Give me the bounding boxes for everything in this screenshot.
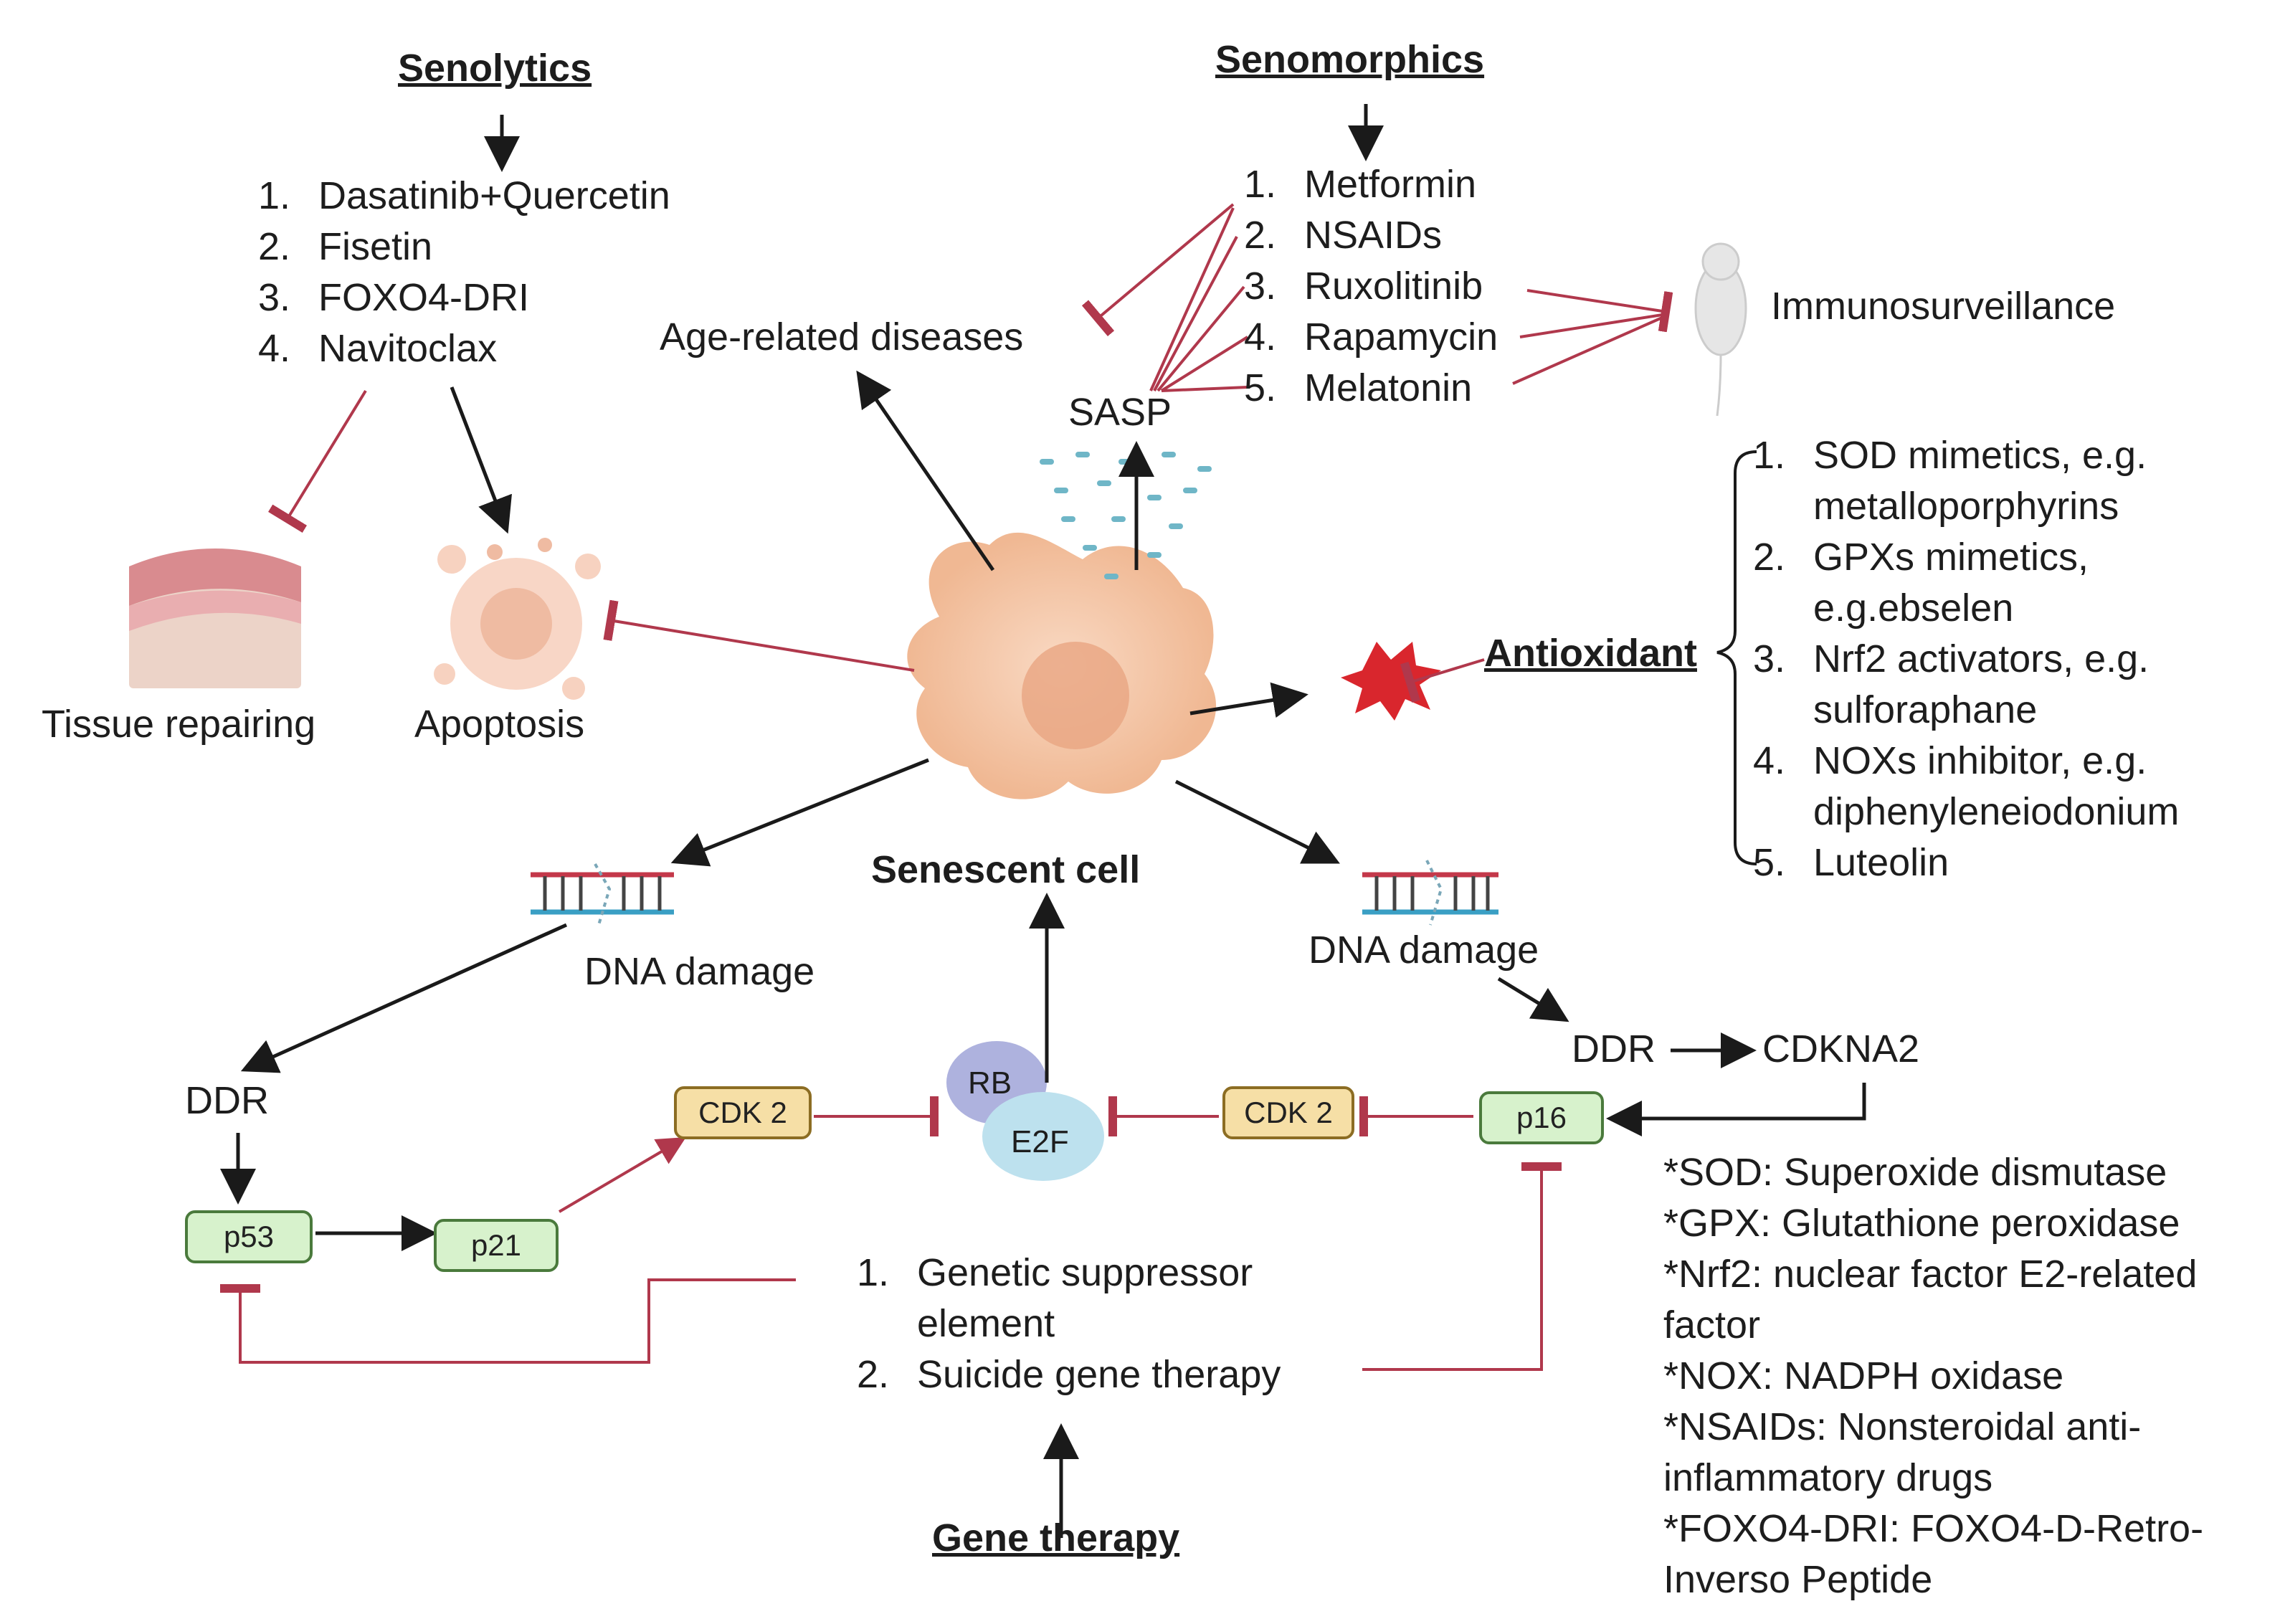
abbreviation-item: *NOX: NADPH oxidase (1663, 1354, 2064, 1397)
gene-therapy-heading: Gene therapy (932, 1516, 1180, 1559)
antioxidant-brace (1716, 450, 1757, 865)
antioxidant-list: 1.SOD mimetics, e.g.metalloporphyrins 2.… (1753, 430, 2179, 888)
list-item: 4.Navitoclax (258, 327, 498, 370)
abbreviation-item: *GPX: Glutathione peroxidase (1663, 1202, 2180, 1245)
senescent-cell-illustration (907, 532, 1217, 799)
senomorphics-list: 1.Metformin 2.NSAIDs 3.Ruxolitinib 4.Rap… (1244, 159, 1498, 414)
senomorphics-heading: Senomorphics (1215, 38, 1485, 81)
abbreviation-notes: *SOD: Superoxide dismutase *GPX: Glutath… (1663, 1147, 2280, 1605)
list-item: 2.Fisetin (258, 225, 433, 268)
apoptotic-cell-illustration (434, 538, 601, 700)
abbreviation-item: *Nrf2: nuclear factor E2-related factor (1663, 1253, 2198, 1347)
list-item: 5.Luteolin (1753, 841, 1949, 884)
list-item: 2.NSAIDs (1244, 214, 1443, 257)
p16-box: p16 (1479, 1091, 1604, 1144)
list-item: 2.GPXs mimetics,e.g.ebselen (1753, 536, 2089, 630)
cdk2-right-box: CDK 2 (1222, 1086, 1354, 1139)
dna-right-icon (1362, 860, 1498, 926)
inhibition-lines (220, 203, 1673, 1371)
rb-e2f-complex (946, 1041, 1104, 1181)
dna-damage-right-label: DNA damage (1308, 929, 1539, 972)
p53-box: p53 (185, 1210, 313, 1263)
ros-burst-icon (1341, 642, 1441, 721)
mouse-icon (1694, 242, 1747, 417)
ddr-right-label: DDR (1572, 1027, 1656, 1070)
antioxidant-heading: Antioxidant (1484, 632, 1697, 675)
list-item: 1.Dasatinib+Quercetin (258, 174, 670, 217)
e2f-label: E2F (1011, 1124, 1069, 1159)
abbreviation-item: *SOD: Superoxide dismutase (1663, 1151, 2167, 1194)
immunosurveillance-label: Immunosurveillance (1771, 285, 2116, 328)
abbreviation-item: *FOXO4-DRI: FOXO4-D-Retro-Inverso Peptid… (1663, 1507, 2204, 1601)
list-item: 3.Ruxolitinib (1244, 265, 1483, 308)
list-item: 4.NOXs inhibitor, e.g.diphenyleneiodoniu… (1753, 739, 2180, 833)
p21-box: p21 (434, 1219, 559, 1272)
dna-left-icon (531, 863, 674, 926)
ddr-left-label: DDR (185, 1079, 269, 1122)
rb-label: RB (968, 1065, 1012, 1101)
abbreviation-item: *NSAIDs: Nonsteroidal anti-inflammatory … (1663, 1405, 2142, 1499)
dna-damage-left-label: DNA damage (584, 950, 815, 993)
list-item: 1.Metformin (1244, 163, 1477, 206)
activation-arrows (220, 104, 1866, 1538)
tissue-repairing-label: Tissue repairing (42, 703, 316, 746)
cdk2-left-box: CDK 2 (674, 1086, 812, 1139)
tissue-illustration (129, 549, 301, 688)
list-item: 2.Suicide gene therapy (857, 1353, 1281, 1396)
sasp-label: SASP (1068, 391, 1172, 434)
cdkna2-label: CDKNA2 (1762, 1027, 1920, 1070)
list-item: 3.Nrf2 activators, e.g.sulforaphane (1753, 637, 2150, 731)
list-item: 4.Rapamycin (1244, 315, 1498, 358)
list-item: 3.FOXO4-DRI (258, 276, 530, 319)
age-related-diseases-label: Age-related diseases (660, 315, 1024, 358)
senescent-cell-label: Senescent cell (871, 848, 1141, 891)
list-item: 1.SOD mimetics, e.g.metalloporphyrins (1753, 434, 2147, 528)
senolytics-list: 1.Dasatinib+Quercetin 2.Fisetin 3.FOXO4-… (258, 171, 670, 374)
apoptosis-label: Apoptosis (414, 703, 585, 746)
senolytics-heading: Senolytics (398, 47, 592, 90)
list-item: 5.Melatonin (1244, 366, 1473, 409)
